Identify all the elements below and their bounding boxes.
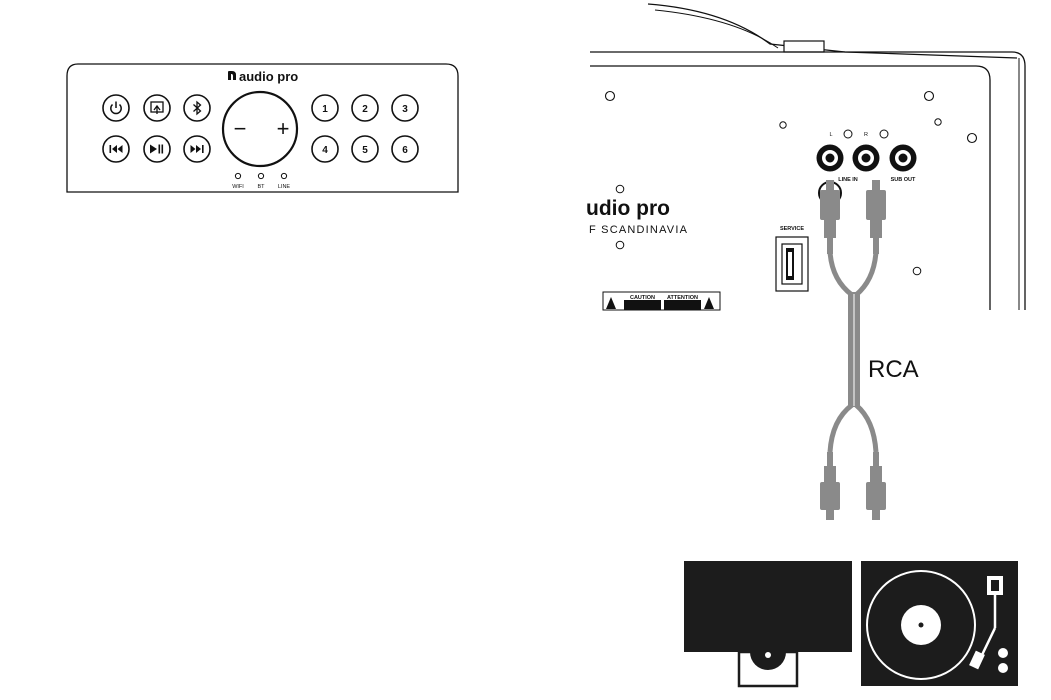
audio-pro-logo: audio pro: [228, 69, 298, 84]
audio-pro-logo-mark: [228, 71, 236, 80]
sub-out-label: SUB OUT: [891, 177, 916, 183]
multiroom-icon: [150, 101, 164, 114]
rca-plug-bottom-left: [820, 452, 840, 520]
caution-text: CAUTION: [630, 295, 655, 301]
speaker-top-curve-inner: [654, 9, 779, 49]
screw-holes: [604, 90, 978, 276]
bt-indicator-led: [257, 172, 265, 180]
warning-icon: [704, 297, 714, 309]
sub-out-jack[interactable]: [889, 144, 917, 172]
control-panel-brand: audio pro: [239, 69, 298, 84]
play-pause-button[interactable]: [143, 135, 171, 163]
wifi-indicator-led: [234, 172, 242, 180]
rear-panel: udio pro F SCANDINAVIA L R LINE IN SUB O…: [586, 3, 1026, 311]
usb-icon: [788, 252, 792, 276]
play-pause-icon: [150, 144, 164, 154]
preset-button-3[interactable]: 3: [391, 94, 419, 122]
sub-out-led: [879, 129, 889, 139]
turntable-control-knob: [998, 663, 1008, 673]
speaker-top-curve: [647, 3, 1018, 59]
preset-label: 5: [362, 145, 368, 156]
previous-icon: [109, 145, 123, 153]
rca-plug-bottom-right: [866, 452, 886, 520]
preset-button-2[interactable]: 2: [351, 94, 379, 122]
preset-button-6[interactable]: 6: [391, 135, 419, 163]
rca-wire-bottom-right: [854, 403, 879, 453]
control-panel-outline: [66, 63, 459, 193]
channel-right-label: R: [864, 132, 868, 138]
service-label: SERVICE: [780, 226, 804, 232]
power-icon: [110, 101, 122, 115]
line-in-right-jack[interactable]: [852, 144, 880, 172]
line-indicator-led: [280, 172, 288, 180]
rear-panel-outer-edge: [590, 51, 1026, 310]
control-panel: audio pro: [66, 63, 459, 193]
preset-label: 3: [402, 104, 408, 115]
warning-icon: [606, 297, 616, 309]
cd-player: [684, 561, 852, 688]
rear-panel-tagline: F SCANDINAVIA: [589, 224, 688, 236]
preset-label: 2: [362, 104, 368, 115]
bluetooth-button[interactable]: [183, 94, 211, 122]
line-in-left-jack[interactable]: [816, 144, 844, 172]
power-button[interactable]: [102, 94, 130, 122]
next-icon: [190, 145, 204, 153]
line-in-led: [843, 129, 853, 139]
speaker-top-tab: [783, 40, 825, 53]
rear-panel-brand: udio pro: [586, 197, 670, 220]
service-usb-port[interactable]: [775, 236, 809, 292]
preset-label: 6: [402, 145, 408, 156]
line-in-label: LINE IN: [838, 177, 858, 183]
preset-label: 1: [322, 104, 328, 115]
rca-cable: RCA: [820, 180, 919, 520]
multiroom-button[interactable]: [143, 94, 171, 122]
channel-left-label: L: [829, 132, 832, 138]
bluetooth-icon: [193, 100, 202, 116]
rca-cable-label: RCA: [868, 356, 919, 383]
volume-up-button[interactable]: +: [277, 116, 290, 141]
rca-plug-top-right: [866, 180, 886, 254]
rear-panel-inner-edge: [590, 65, 991, 310]
bt-indicator-label: BT: [257, 184, 265, 190]
rca-plug-top-left: [820, 180, 840, 254]
rca-wire-top-right: [854, 251, 879, 297]
next-button[interactable]: [183, 135, 211, 163]
wifi-indicator-label: WIFI: [232, 184, 244, 190]
previous-button[interactable]: [102, 135, 130, 163]
line-indicator-label: LINE: [278, 184, 291, 190]
turntable-platter: [866, 570, 976, 680]
preset-button-4[interactable]: 4: [311, 135, 339, 163]
preset-button-5[interactable]: 5: [351, 135, 379, 163]
preset-button-1[interactable]: 1: [311, 94, 339, 122]
volume-down-button[interactable]: −: [234, 116, 247, 141]
caution-label-plate: CAUTION ATTENTION: [602, 291, 721, 311]
turntable-control-knob: [998, 648, 1008, 658]
turntable: [861, 561, 1018, 686]
tonearm: [969, 576, 1003, 670]
rca-wire-top-left: [827, 251, 854, 297]
status-indicators: WIFI BT LINE: [232, 172, 291, 190]
disc-icon: [750, 652, 786, 670]
volume-knob[interactable]: − +: [221, 90, 299, 168]
rca-wire-bottom-left: [827, 403, 854, 453]
attention-text: ATTENTION: [667, 295, 698, 301]
preset-label: 4: [322, 145, 328, 156]
